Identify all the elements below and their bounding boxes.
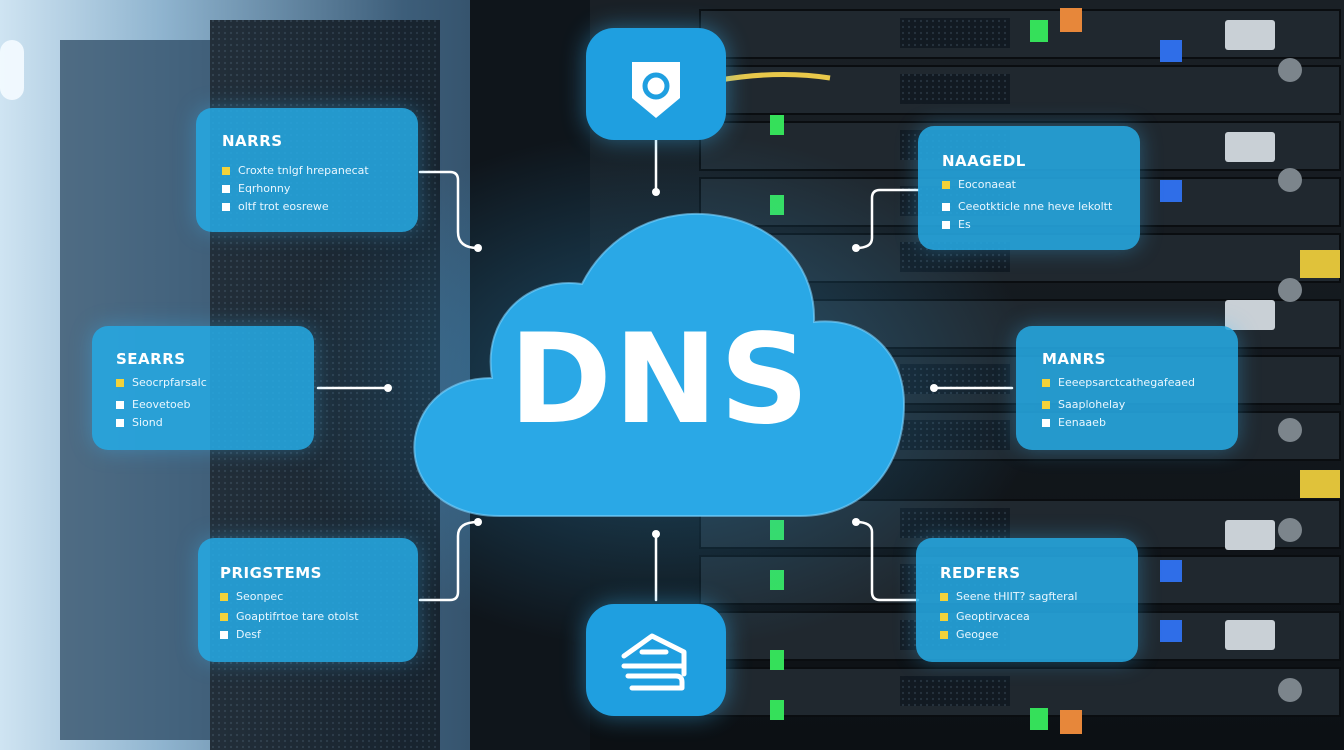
dns-label: DNS xyxy=(508,308,811,452)
panel-bottom-right[interactable]: REDFERS Seene tHIIT? sagfteral Geoptirva… xyxy=(916,538,1138,662)
panel-row: Geoptirvacea xyxy=(956,610,1030,623)
panel-row: Eenaaeb xyxy=(1058,416,1106,429)
panel-title: NAAGEDL xyxy=(942,152,1026,170)
panel-row: Geogee xyxy=(956,628,999,641)
panel-row: Saaplohelay xyxy=(1058,398,1126,411)
panel-top-left[interactable]: NARRS Croxte tnlgf hrepanecat Eqrhonny o… xyxy=(196,108,418,232)
panel-row: Eeovetoeb xyxy=(132,398,191,411)
bullet-icon xyxy=(1042,401,1050,409)
panel-title: PRIGSTEMS xyxy=(220,564,322,582)
bullet-icon xyxy=(942,203,950,211)
panel-title: SEARRS xyxy=(116,350,186,368)
bullet-icon xyxy=(220,593,228,601)
panel-mid-right[interactable]: MANRS Eeeepsarctcathegafeaed Saaplohelay… xyxy=(1016,326,1238,450)
panel-row: Croxte tnlgf hrepanecat xyxy=(238,164,369,177)
home-network-icon xyxy=(621,633,687,691)
panel-bottom-left[interactable]: PRIGSTEMS Seonpec Goaptifrtoe tare otols… xyxy=(198,538,418,662)
panel-row: Eqrhonny xyxy=(238,182,291,195)
panel-row: Eoconaeat xyxy=(958,178,1016,191)
bullet-icon xyxy=(222,185,230,193)
panel-row: Ceeotkticle nne heve lekoltt xyxy=(958,200,1113,213)
bullet-icon xyxy=(116,379,124,387)
panel-title: MANRS xyxy=(1042,350,1106,368)
bullet-icon xyxy=(220,613,228,621)
panel-top-right[interactable]: NAAGEDL Eoconaeat Ceeotkticle nne heve l… xyxy=(918,126,1140,250)
top-icon-tile[interactable] xyxy=(586,28,726,140)
bottom-icon-tile[interactable] xyxy=(586,604,726,716)
panel-row: Seonpec xyxy=(236,590,284,603)
panel-row: Seocrpfarsalc xyxy=(132,376,207,389)
panel-row: Goaptifrtoe tare otolst xyxy=(236,610,359,623)
shield-lock-icon xyxy=(632,62,680,118)
panel-row: Es xyxy=(958,218,971,231)
bullet-icon xyxy=(1042,419,1050,427)
bullet-icon xyxy=(1042,379,1050,387)
panel-title: REDFERS xyxy=(940,564,1021,582)
panel-row: Seene tHIIT? sagfteral xyxy=(956,590,1078,603)
panel-mid-left[interactable]: SEARRS Seocrpfarsalc Eeovetoeb Siond xyxy=(92,326,314,450)
panel-row: Desf xyxy=(236,628,261,641)
panel-row: Eeeepsarctcathegafeaed xyxy=(1058,376,1196,389)
panel-row: Siond xyxy=(132,416,163,429)
bullet-icon xyxy=(222,167,230,175)
bullet-icon xyxy=(942,221,950,229)
bullet-icon xyxy=(116,401,124,409)
bullet-icon xyxy=(116,419,124,427)
bullet-icon xyxy=(942,181,950,189)
panel-row: oltf trot eosrewe xyxy=(238,200,329,213)
bullet-icon xyxy=(940,613,948,621)
bullet-icon xyxy=(940,593,948,601)
bullet-icon xyxy=(940,631,948,639)
panel-title: NARRS xyxy=(222,132,283,150)
bullet-icon xyxy=(222,203,230,211)
bullet-icon xyxy=(220,631,228,639)
